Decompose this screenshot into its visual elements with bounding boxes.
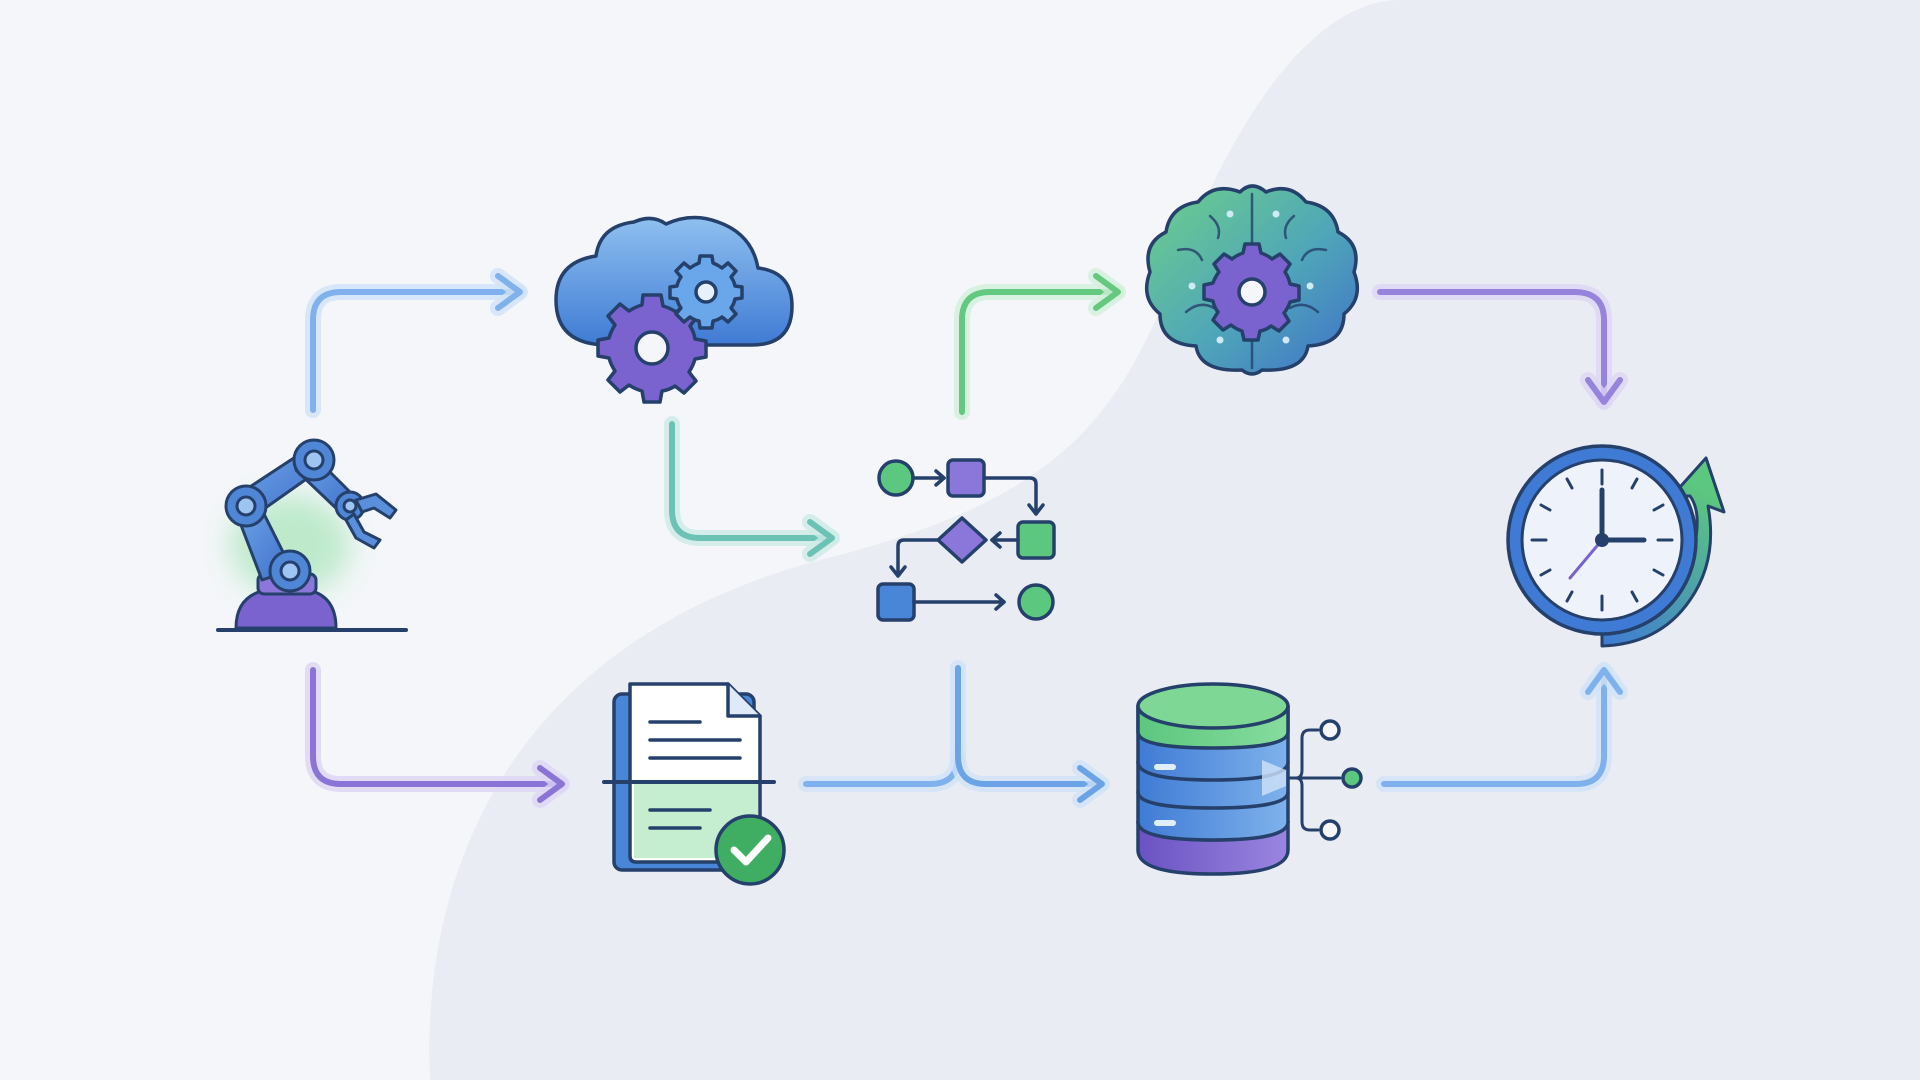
document-check-icon [602,682,786,886]
connectors [305,268,1628,808]
clock-second-hand [1568,538,1604,580]
gear-small-icon [668,254,744,330]
database-network-icon [1136,682,1363,876]
brain-gear [1202,242,1301,342]
flowchart-check-node [1016,520,1056,560]
flowchart-icon [876,458,1056,622]
connector-robot-to-document [305,662,570,808]
connector-flowchart-to-brain [954,268,1126,420]
connector-flowchart-to-database [950,660,1110,808]
background-shape [429,0,1920,1080]
database-top [1136,682,1290,730]
flowchart-process-node [946,458,986,498]
gear-large-icon [596,293,708,404]
connector-brain-to-clock [1372,284,1628,410]
check-badge [714,814,786,886]
flowchart-end-node [1017,583,1055,621]
flowchart-decision-node [936,516,988,564]
flowchart-input-node [876,582,916,622]
connector-cloud-to-flowchart [664,416,840,562]
flowchart-start-node [877,459,915,497]
brain-gear-icon [1144,184,1360,376]
connector-robot-to-cloud [305,268,528,418]
clock-refresh-icon [1506,444,1726,648]
cloud-gears-icon [554,215,794,404]
robotic-arm-icon [216,438,408,632]
connector-database-to-clock [1376,662,1628,792]
